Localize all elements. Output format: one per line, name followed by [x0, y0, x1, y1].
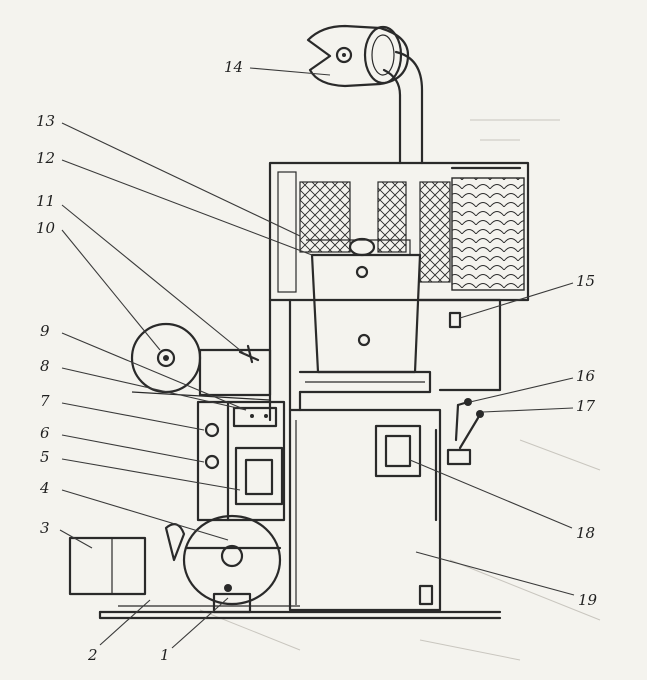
callout-18: 18 [576, 524, 595, 542]
callout-6: 6 [40, 424, 50, 442]
leader-lines [59, 67, 575, 649]
callout-5: 5 [40, 448, 50, 466]
main-body [288, 390, 442, 612]
callout-11: 11 [36, 192, 55, 210]
callout-19: 19 [578, 591, 598, 609]
feed-pipe [382, 50, 424, 165]
roll-holder [130, 322, 272, 401]
callout-16: 16 [576, 367, 596, 385]
upper-housing [268, 161, 530, 302]
callout-2: 2 [87, 646, 98, 664]
callout-labels: 1 2 3 4 5 6 7 8 9 10 11 12 13 14 15 16 1… [36, 58, 598, 664]
base-plate [98, 605, 502, 620]
callout-4: 4 [39, 479, 50, 497]
callout-10: 10 [36, 219, 56, 237]
callout-7: 7 [40, 392, 50, 410]
callout-17: 17 [576, 397, 596, 415]
callout-12: 12 [36, 149, 55, 167]
callout-8: 8 [40, 357, 50, 375]
fan-unit [306, 24, 410, 88]
background-construction-lines [199, 119, 601, 661]
callout-14: 14 [224, 58, 243, 76]
callout-13: 13 [36, 112, 55, 130]
callout-1: 1 [160, 646, 170, 664]
callout-15: 15 [576, 272, 595, 290]
levers [446, 398, 484, 466]
callout-9: 9 [40, 322, 50, 340]
callout-3: 3 [40, 519, 50, 537]
motor [68, 514, 282, 614]
inner-chamber [298, 237, 432, 394]
